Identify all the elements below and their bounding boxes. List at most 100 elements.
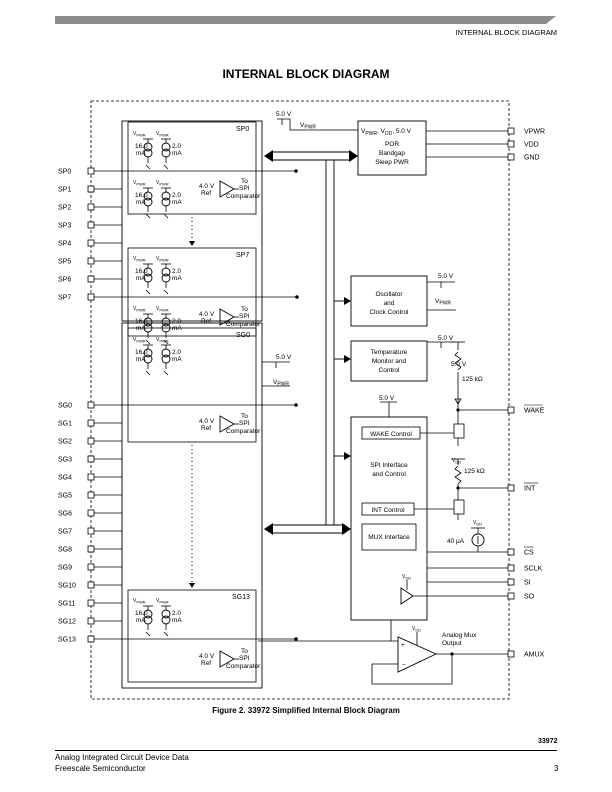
internal-bus [272,151,352,534]
svg-text:To: To [241,413,248,420]
sg-pin-sg5-pad [87,491,95,499]
oscillator-label: Oscillator [375,291,403,298]
svg-text:mA: mA [172,199,182,206]
sp-pin-sp4-pad [87,239,95,247]
pin-gnd-pad [507,153,515,161]
svg-text:mA: mA [136,325,146,332]
sg-pin-sg5-label: SG5 [58,493,72,500]
mux-interface-box [361,523,417,551]
sg-pin-sg7-label: SG7 [58,529,72,536]
sp7-channel-box [127,247,257,337]
page-number: 3 [554,764,559,773]
svg-text:Comparator: Comparator [226,193,261,200]
wake-five-v-label: 5.0 V [451,361,467,368]
svg-text:Ref: Ref [201,425,211,432]
sg-pin-sg6-label: SG6 [58,511,72,518]
svg-text:mA: mA [136,199,146,206]
svg-text:VPWR: VPWR [156,256,169,263]
sg13-label: SG13 [232,594,250,601]
svg-text:VPWR: VPWR [156,131,169,138]
pin-so-label: SO [524,594,535,601]
pin-sclk-label: SCLK [524,566,543,573]
svg-text:4.0 V: 4.0 V [199,183,215,190]
bandgap-label: Bandgap [379,150,405,157]
pin-si-label: SI [524,580,531,587]
svg-text:VPWR: VPWR [133,256,146,263]
sp-pin-sp6-pad [87,275,95,283]
so-vdd-label: VDD [402,574,411,581]
sp-pin-sp6-label: SP6 [58,277,71,284]
part-number: 33972 [538,738,558,745]
sp-pin-sp1-label: SP1 [58,187,71,194]
sg-pin-sg9-pad [87,563,95,571]
sg-pin-sg11-label: SG11 [58,601,75,608]
por-supply-label: VPWR, VDD, 5.0 V [361,128,412,137]
svg-text:VPWR: VPWR [156,180,169,187]
sg-five-v-label: 5.0 V [276,354,292,361]
sg-pin-sg0-pad [87,401,95,409]
svg-text:mA: mA [172,325,182,332]
svg-text:VPWR: VPWR [133,306,146,313]
sg-channel-group [121,322,263,689]
footer-rule [55,750,557,751]
svg-text:To: To [241,648,248,655]
temperature-label: Temperature [371,349,408,356]
sg-pin-sg2-label: SG2 [58,439,72,446]
sg-pin-sg4-pad [87,473,95,481]
sg-pin-sg13-pad [87,635,95,643]
wake-control-label: WAKE Control [370,431,412,438]
svg-text:SPI: SPI [239,655,250,662]
int-network [414,458,508,520]
footer-line-2: Freescale Semiconductor [55,764,146,773]
pin-cs-label: CS [524,550,534,557]
svg-text:VPWR: VPWR [156,306,169,313]
spi-interface-block [350,416,428,621]
amux-op-amp [397,636,438,673]
sp-pin-sp4-label: SP4 [58,241,71,248]
page-title: INTERNAL BLOCK DIAGRAM [222,67,390,81]
svg-text:4.0 V: 4.0 V [199,311,215,318]
svg-text:16.0: 16.0 [135,268,148,275]
pin-vpwr-pad [507,127,515,135]
svg-text:2.0: 2.0 [172,349,181,356]
so-buffer [400,587,414,605]
pin-cs-pad [507,548,515,556]
sg-pin-sg0-label: SG0 [58,403,72,410]
mux-interface-label: MUX Interface [368,534,410,541]
svg-text:mA: mA [136,150,146,157]
svg-text:mA: mA [172,617,182,624]
sg-pin-sg12-pad [87,617,95,625]
temperature-block [350,340,428,382]
svg-text:VPWR: VPWR [133,598,146,605]
opamp-minus: − [402,662,406,669]
osc-vpwr-label: VPWR [435,298,451,307]
cs-vdd-label: VDD [473,520,482,527]
cs-current-label: 40 μA [447,538,465,545]
amux-label-1: Analog Mux [442,632,477,639]
sg-pin-sg1-label: SG1 [58,421,72,428]
svg-text:mA: mA [136,275,146,282]
spi-control-label: and Control [372,471,406,478]
sp-pin-sp0-label: SP0 [58,169,71,176]
temp-five-v-label: 5.0 V [438,335,454,342]
int-resistor-label: 125 kΩ [464,468,485,475]
pin-si-pad [507,578,515,586]
svg-text:mA: mA [172,356,182,363]
svg-text:16.0: 16.0 [135,610,148,617]
amux-vdd-label: VDD [412,626,421,633]
pin-int-label: INT [524,486,536,493]
amux-label-2: Output [442,640,462,647]
pin-wake-pad [507,406,515,414]
svg-text:VPWR: VPWR [133,337,146,344]
svg-text:VPWR: VPWR [156,337,169,344]
svg-text:Comparator: Comparator [226,663,261,670]
sg-pin-sg12-label: SG12 [58,619,76,626]
sp-ellipsis-arrow [189,241,195,246]
sp7-label: SP7 [236,252,249,259]
